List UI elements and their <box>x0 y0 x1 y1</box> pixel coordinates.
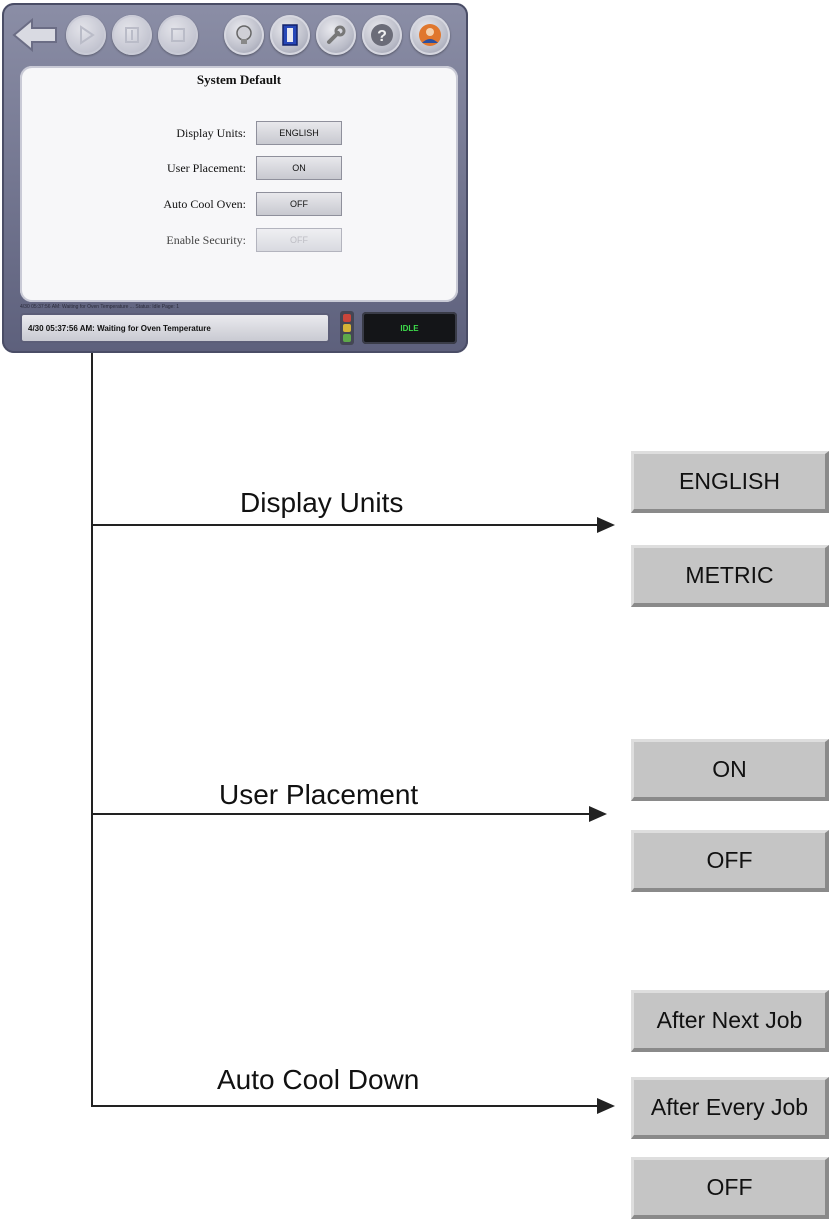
user-placement-button[interactable]: ON <box>256 156 342 180</box>
user-icon[interactable] <box>410 15 450 55</box>
setting-row-display-units: Display Units: ENGLISH <box>20 121 458 145</box>
status-message: 4/30 05:37:56 AM: Waiting for Oven Tempe… <box>20 313 330 343</box>
device-screen: ? System Default Display Units: ENGLISH … <box>2 3 468 353</box>
lightbulb-icon[interactable] <box>224 15 264 55</box>
pause-icon[interactable] <box>112 15 152 55</box>
option-button-after-every-job[interactable]: After Every Job <box>631 1077 829 1139</box>
setting-row-enable-security: Enable Security: OFF <box>20 228 458 252</box>
connector-line <box>91 353 93 1107</box>
setting-label: Display Units: <box>176 126 246 140</box>
arrow-user-placement <box>91 806 607 822</box>
enable-security-button: OFF <box>256 228 342 252</box>
arrow-display-units <box>91 517 615 533</box>
status-strip: 4/30 05:37:56 AM: Waiting for Oven Tempe… <box>20 304 179 310</box>
machine-state: IDLE <box>362 312 457 344</box>
stack-light-icon <box>340 311 354 345</box>
option-button-after-next-job[interactable]: After Next Job <box>631 990 829 1052</box>
arrow-auto-cool-down <box>91 1098 615 1114</box>
help-icon[interactable]: ? <box>362 15 402 55</box>
display-units-button[interactable]: ENGLISH <box>256 121 342 145</box>
yellow-light <box>343 324 351 332</box>
auto-cool-oven-button[interactable]: OFF <box>256 192 342 216</box>
branch-label-user-placement: User Placement <box>219 779 419 810</box>
back-arrow-icon[interactable] <box>12 17 58 53</box>
setting-row-user-placement: User Placement: ON <box>20 156 458 180</box>
option-button-on[interactable]: ON <box>631 739 829 801</box>
option-button-off[interactable]: OFF <box>631 830 829 892</box>
toolbar: ? <box>12 11 458 61</box>
branch-label-display-units: Display Units <box>240 487 404 518</box>
branch-label-auto-cool-down: Auto Cool Down <box>217 1064 420 1095</box>
setting-label: User Placement: <box>167 161 246 175</box>
green-light <box>343 334 351 342</box>
option-button-metric[interactable]: METRIC <box>631 545 829 607</box>
option-button-english[interactable]: ENGLISH <box>631 451 829 513</box>
setting-label: Auto Cool Oven: <box>163 197 246 211</box>
page-title: System Default <box>196 72 282 87</box>
option-button-off-cool[interactable]: OFF <box>631 1157 829 1219</box>
stop-icon[interactable] <box>158 15 198 55</box>
settings-panel: System Default Display Units: ENGLISH Us… <box>20 66 458 302</box>
red-light <box>343 314 351 322</box>
play-icon[interactable] <box>66 15 106 55</box>
setting-row-auto-cool-oven: Auto Cool Oven: OFF <box>20 192 458 216</box>
svg-text:?: ? <box>377 28 387 45</box>
setting-label: Enable Security: <box>166 233 246 247</box>
door-icon[interactable] <box>270 15 310 55</box>
wrench-icon[interactable] <box>316 15 356 55</box>
